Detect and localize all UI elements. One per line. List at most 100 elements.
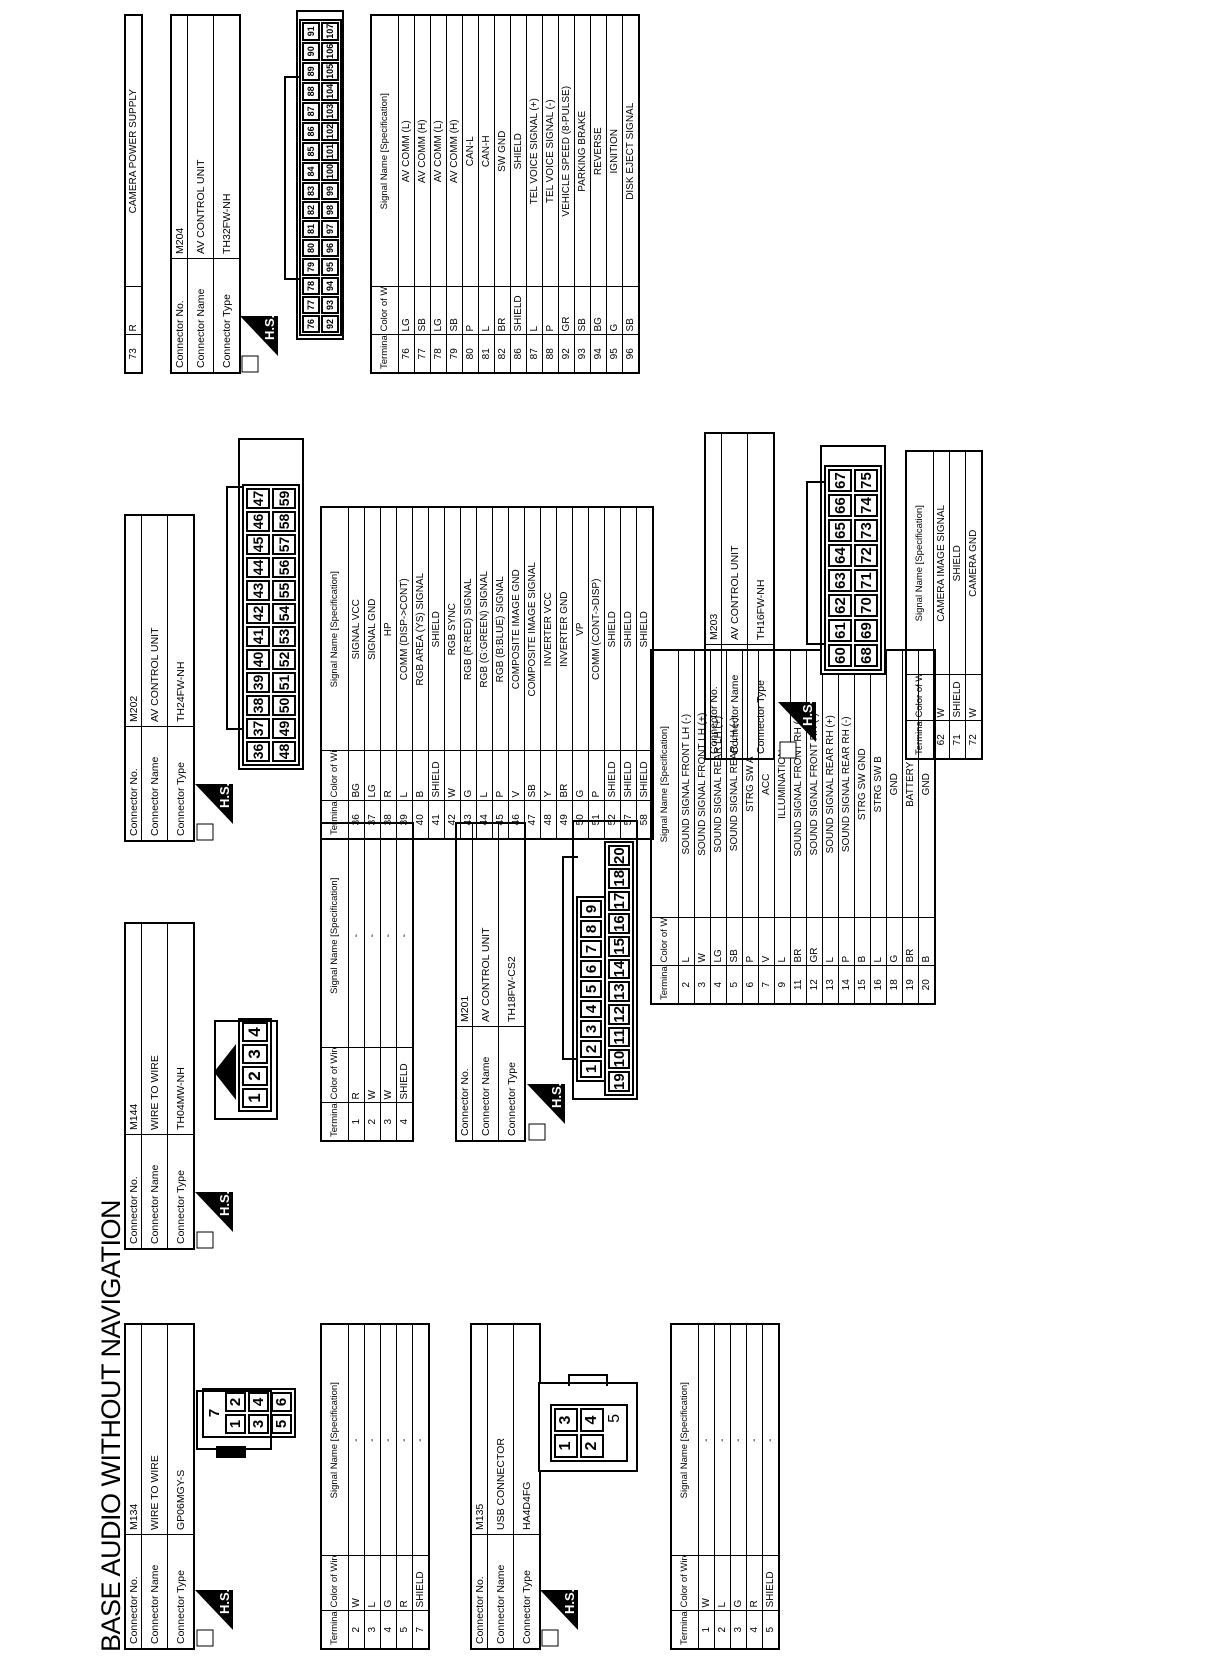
terminal-no: 82 bbox=[494, 335, 511, 373]
connector-name: AV CONTROL UNIT bbox=[472, 823, 499, 1027]
terminal-no: 19 bbox=[902, 966, 919, 1004]
pin-cavity: 7 bbox=[580, 940, 602, 958]
terminal-no: 86 bbox=[510, 335, 527, 373]
pin-cavity: 40 bbox=[246, 649, 270, 670]
signal-name: SHIELD bbox=[620, 507, 637, 751]
wire-color: L bbox=[478, 287, 495, 335]
terminal-no: 16 bbox=[870, 966, 887, 1004]
terminal-no: 14 bbox=[838, 966, 855, 1004]
pin-cavity: 103 bbox=[321, 101, 339, 121]
wire-color: BR bbox=[790, 918, 807, 966]
harness-side-icon: H.S. bbox=[195, 1191, 233, 1249]
wire-color: L bbox=[396, 751, 413, 801]
hs-badge-m201: H.S. bbox=[527, 1083, 565, 1142]
wire-color: L bbox=[870, 918, 887, 966]
connector-name: WIRE TO WIRE bbox=[141, 923, 168, 1135]
wire-color: P bbox=[838, 918, 855, 966]
pin-cavity: 50 bbox=[272, 695, 296, 716]
connector-no: M201 bbox=[456, 823, 473, 1027]
signal-name: SOUND SIGNAL REAR RH (+) bbox=[822, 650, 839, 918]
signal-name: SOUND SIGNAL REAR RH (-) bbox=[838, 650, 855, 918]
wire-color: BR bbox=[902, 918, 919, 966]
pin-cavity: 65 bbox=[828, 519, 852, 542]
pin-cavity: 56 bbox=[272, 557, 296, 578]
pin-cavity: 54 bbox=[272, 603, 296, 624]
pin-cavity: 82 bbox=[302, 201, 320, 219]
terminal-no: 48 bbox=[540, 801, 557, 839]
label-connector-name: Connector Name bbox=[141, 1534, 168, 1649]
terminal-no: 12 bbox=[806, 966, 823, 1004]
harness-side-icon: H.S. bbox=[778, 701, 816, 759]
signal-name: SOUND SIGNAL FRONT LH (-) bbox=[678, 650, 695, 918]
terminal-no: 39 bbox=[396, 801, 413, 839]
pin-cavity: 48 bbox=[272, 741, 296, 762]
connector-name: AV CONTROL UNIT bbox=[141, 515, 168, 727]
wire-color: SHIELD bbox=[510, 287, 527, 335]
wire-color: GR bbox=[558, 287, 575, 335]
terminal-no: 76 bbox=[398, 335, 415, 373]
signal-name: SOUND SIGNAL FRONT RH (+) bbox=[790, 650, 807, 918]
connector-no: M203 bbox=[705, 433, 722, 645]
terminal-no: 6 bbox=[742, 966, 759, 1004]
signal-name: COMPOSITE IMAGE SIGNAL bbox=[524, 507, 541, 751]
terminal-no: 46 bbox=[508, 801, 525, 839]
signal-name: STRG SW B bbox=[870, 650, 887, 918]
col-signal: Signal Name [Specification] bbox=[321, 1324, 349, 1556]
wire-color: Y bbox=[540, 751, 557, 801]
pin-cavity: 42 bbox=[246, 603, 270, 624]
signal-name: SHIELD bbox=[636, 507, 653, 751]
pin-cavity: 69 bbox=[854, 619, 878, 642]
pin-cavity: 14 bbox=[608, 958, 630, 980]
terminal-no: 47 bbox=[524, 801, 541, 839]
pin-cavity: 95 bbox=[321, 258, 339, 276]
connector-type: TH18FW-CS2 bbox=[498, 823, 525, 1027]
pin-cavity: 10 bbox=[608, 1048, 630, 1070]
terminal-no: 15 bbox=[854, 966, 871, 1004]
signal-name: IGNITION bbox=[606, 15, 623, 287]
terminal-no: 93 bbox=[574, 335, 591, 373]
terminal-no: 4 bbox=[710, 966, 727, 1004]
pin-cavity: 12 bbox=[608, 1004, 630, 1025]
terminal-no: 13 bbox=[822, 966, 839, 1004]
signal-name: SHIELD bbox=[949, 451, 966, 675]
pin-cavity: 9 bbox=[580, 900, 602, 918]
terminal-no: 45 bbox=[492, 801, 509, 839]
pin-cavity: 66 bbox=[828, 494, 852, 517]
connector-type: HA4D4FG bbox=[513, 1324, 540, 1535]
pin-cavity: 72 bbox=[854, 544, 878, 567]
terminal-no: 36 bbox=[348, 801, 365, 839]
terminal-no: 49 bbox=[556, 801, 573, 839]
wire-color: GR bbox=[806, 918, 823, 966]
terminal-no: 71 bbox=[949, 721, 966, 759]
pin-cavity: 15 bbox=[608, 936, 630, 957]
terminal-no: 51 bbox=[588, 801, 605, 839]
signal-name: SIGNAL VCC bbox=[348, 507, 365, 751]
signal-name: CAMERA GND bbox=[965, 451, 982, 675]
svg-text:H.S.: H.S. bbox=[549, 1084, 564, 1108]
pin-cavity: 87 bbox=[302, 101, 320, 121]
connector-name: AV CONTROL UNIT bbox=[721, 433, 748, 645]
terminal-no: 57 bbox=[620, 801, 637, 839]
wire-color: P bbox=[742, 918, 759, 966]
hs-badge-m202: H.S. bbox=[195, 783, 233, 842]
terminal-no: 44 bbox=[476, 801, 493, 839]
terminal-no: 62 bbox=[933, 721, 950, 759]
wire-color: BG bbox=[590, 287, 607, 335]
pin-cavity: 85 bbox=[302, 141, 320, 161]
signal-name: VEHICLE SPEED (8-PULSE) bbox=[558, 15, 575, 287]
